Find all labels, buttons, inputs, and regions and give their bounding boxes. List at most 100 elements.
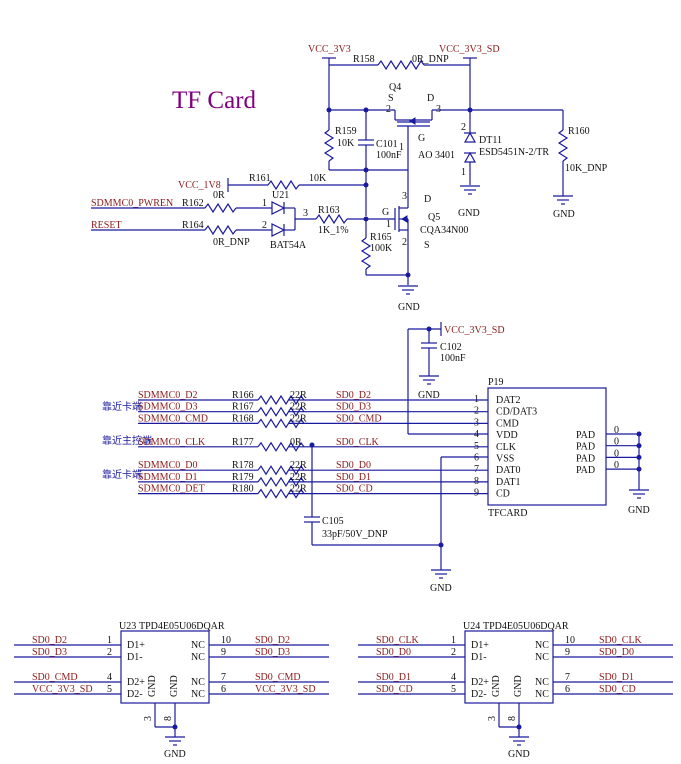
vcc-1v8-label: VCC_1V8 (178, 180, 221, 191)
esd-pin-number: 6 (565, 684, 570, 695)
sdmmc-net-label: SDMMC0_D3 (138, 402, 197, 413)
q4-pmos-transistor (394, 109, 470, 148)
gnd-symbol (629, 489, 649, 499)
pad-number: 0 (614, 425, 619, 436)
esd-net-label: SD0_D0 (599, 647, 634, 658)
vcc-3v3-sd-label: VCC_3V3_SD (444, 325, 505, 336)
esd-chip-ref: U24 (463, 621, 480, 632)
r162-ref: R162 (182, 198, 204, 209)
esd-pin-name: D1- (127, 652, 143, 663)
pad-number: 0 (614, 460, 619, 471)
gnd-symbol (509, 736, 529, 746)
esd-net-label: SD0_CD (599, 684, 636, 695)
esd-pin-number: 7 (221, 672, 226, 683)
sdmmc-net-label: SDMMC0_DET (138, 484, 205, 495)
esd-pin-name: D1+ (127, 640, 145, 651)
gnd-label: GND (553, 209, 575, 220)
r165-value: 100K (370, 243, 393, 254)
esd-pin-name: NC (535, 677, 549, 688)
r161-resistor (267, 179, 300, 191)
esd-pin-number: 1 (451, 635, 456, 646)
q5-nmos-transistor (394, 170, 409, 285)
vcc-3v3-sd-label: VCC_3V3_SD (439, 44, 500, 55)
p19-pin-name: DAT1 (496, 477, 520, 488)
esd-chip-ref: U23 (119, 621, 136, 632)
esd-net-label: VCC_3V3_SD (255, 684, 316, 695)
p19-pin-name: DAT0 (496, 465, 520, 476)
q5-pin2: 2 (402, 237, 407, 248)
gnd-label: GND (458, 208, 480, 219)
dt11-pin1: 1 (461, 167, 466, 178)
sd-net-label: SD0_CMD (336, 413, 382, 424)
esd-chip-part: TPD4E05U06DQAR (139, 621, 225, 632)
esd-pin-number: 2 (451, 647, 456, 658)
sdmmc-net-label: SDMMC0_CMD (138, 413, 208, 424)
sd-net-label: SD0_CD (336, 484, 373, 495)
esd-pin-name: NC (191, 689, 205, 700)
esd-net-label: SD0_D2 (32, 635, 67, 646)
gnd-symbol (419, 375, 439, 385)
r163-resistor (315, 213, 348, 225)
esd-pin-name: D2- (471, 689, 487, 700)
sdmmc-net-label: SDMMC0_D0 (138, 460, 197, 471)
series-resistor-value: 0R (290, 437, 302, 448)
esd-pin-name: D2+ (471, 677, 489, 688)
near-card-label: 靠近卡端 (102, 400, 142, 413)
sdmmc-net-label: SDMMC0_CLK (138, 437, 206, 448)
p19-pin-name: VSS (496, 454, 514, 465)
p19-pin-name: CD (496, 489, 510, 500)
esd-gnd-pin-name: GND (147, 675, 158, 697)
esd-pin-number: 8 (163, 716, 174, 721)
q4-g: G (418, 133, 425, 144)
r163-value: 1K_1% (318, 225, 349, 236)
series-resistor-ref: R179 (232, 472, 254, 483)
esd-pin-number: 6 (221, 684, 226, 695)
esd-net-label: SD0_D1 (376, 672, 411, 683)
esd-pin-name: D2- (127, 689, 143, 700)
gnd-label: GND (418, 390, 440, 401)
sd-net-label: SD0_D0 (336, 460, 371, 471)
pad-label: PAD (576, 465, 595, 476)
r165-resistor (360, 237, 372, 270)
gnd-label: GND (398, 302, 420, 313)
gnd-symbol (165, 736, 185, 746)
p19-pin-number: 4 (474, 429, 479, 440)
series-resistor-value: 22R (290, 460, 307, 471)
gnd-symbol (460, 185, 480, 195)
r160-resistor (557, 129, 569, 162)
series-resistor (257, 418, 305, 429)
esd-pin-number: 9 (221, 647, 226, 658)
r164-resistor (204, 224, 237, 236)
p19-pin-name: CLK (496, 442, 517, 453)
p19-pin-number: 6 (474, 453, 479, 464)
r160-ref: R160 (568, 126, 590, 137)
esd-pin-name: D1+ (471, 640, 489, 651)
q4-part: AO 3401 (418, 150, 455, 161)
r162-resistor (204, 202, 237, 214)
sd-net-label: SD0_D2 (336, 390, 371, 401)
c102-ref: C102 (440, 342, 462, 353)
dt11-pin2: 2 (461, 122, 466, 133)
r161-value: 10K (309, 173, 327, 184)
esd-pin-name: NC (191, 652, 205, 663)
p19-pin-name: DAT2 (496, 395, 520, 406)
q4-pin3: 3 (436, 104, 441, 115)
esd-pin-number: 4 (107, 672, 112, 683)
r162-value: 0R (213, 190, 225, 201)
r165-ref: R165 (370, 232, 392, 243)
q5-d: D (424, 194, 431, 205)
p19-ref: P19 (488, 377, 504, 388)
r158-ref: R158 (353, 54, 375, 65)
pad-number: 0 (614, 437, 619, 448)
esd-net-label: VCC_3V3_SD (32, 684, 93, 695)
esd-net-label: SD0_D0 (376, 647, 411, 658)
q4-d: D (427, 93, 434, 104)
u21-pin1: 1 (262, 198, 267, 209)
esd-pin-name: D1- (471, 652, 487, 663)
dt11-esd-diode (463, 110, 477, 185)
esd-gnd-pin-name: GND (491, 675, 502, 697)
esd-pin-number: 3 (143, 716, 154, 721)
q4-pin1: 1 (399, 142, 404, 153)
